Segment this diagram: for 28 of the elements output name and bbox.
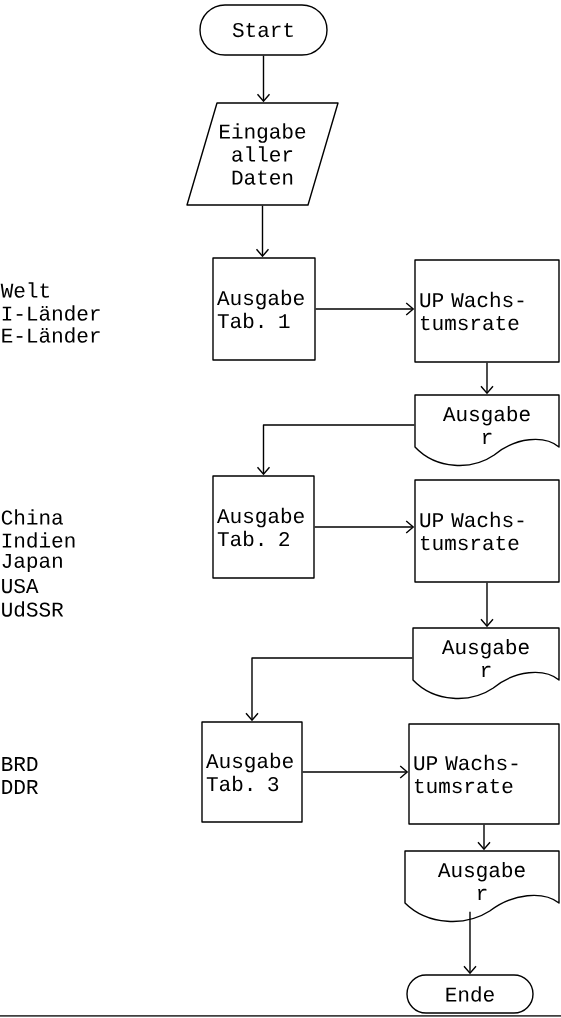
arrow <box>245 657 413 722</box>
side-label: Welt <box>0 282 49 298</box>
arrow <box>477 824 491 851</box>
side-label: Japan <box>2 553 62 573</box>
process-box: UP Wachs- tumsrate <box>414 479 560 583</box>
side-label: BRD <box>2 757 38 771</box>
arrow <box>256 55 271 103</box>
arrow <box>256 424 415 476</box>
process-box: UP Wachs- tumsrate <box>408 723 560 825</box>
side-label: China <box>1 509 63 525</box>
arrow <box>315 302 415 316</box>
side-label: UdSSR <box>2 601 64 617</box>
arrow <box>480 582 494 628</box>
arrow <box>480 362 494 395</box>
side-label: I-Länder <box>2 305 100 321</box>
process-box: UP Wachs- tumsrate <box>414 259 560 363</box>
process-box: Ausgabe Tab. 2 <box>212 475 315 579</box>
arrow <box>255 205 270 258</box>
side-label: DDR <box>2 780 38 794</box>
side-label: Indien <box>2 532 75 548</box>
arrow <box>314 520 415 534</box>
process-box: Ausgabe Tab. 3 <box>201 721 303 823</box>
side-label: E-Länder <box>2 327 100 343</box>
process-box: Ausgabe Tab. 1 <box>212 257 316 361</box>
arrow <box>463 911 477 975</box>
arrow <box>302 765 409 779</box>
side-label: USA <box>2 578 39 594</box>
input-parallelogram: Eingabe aller Daten <box>186 102 339 206</box>
